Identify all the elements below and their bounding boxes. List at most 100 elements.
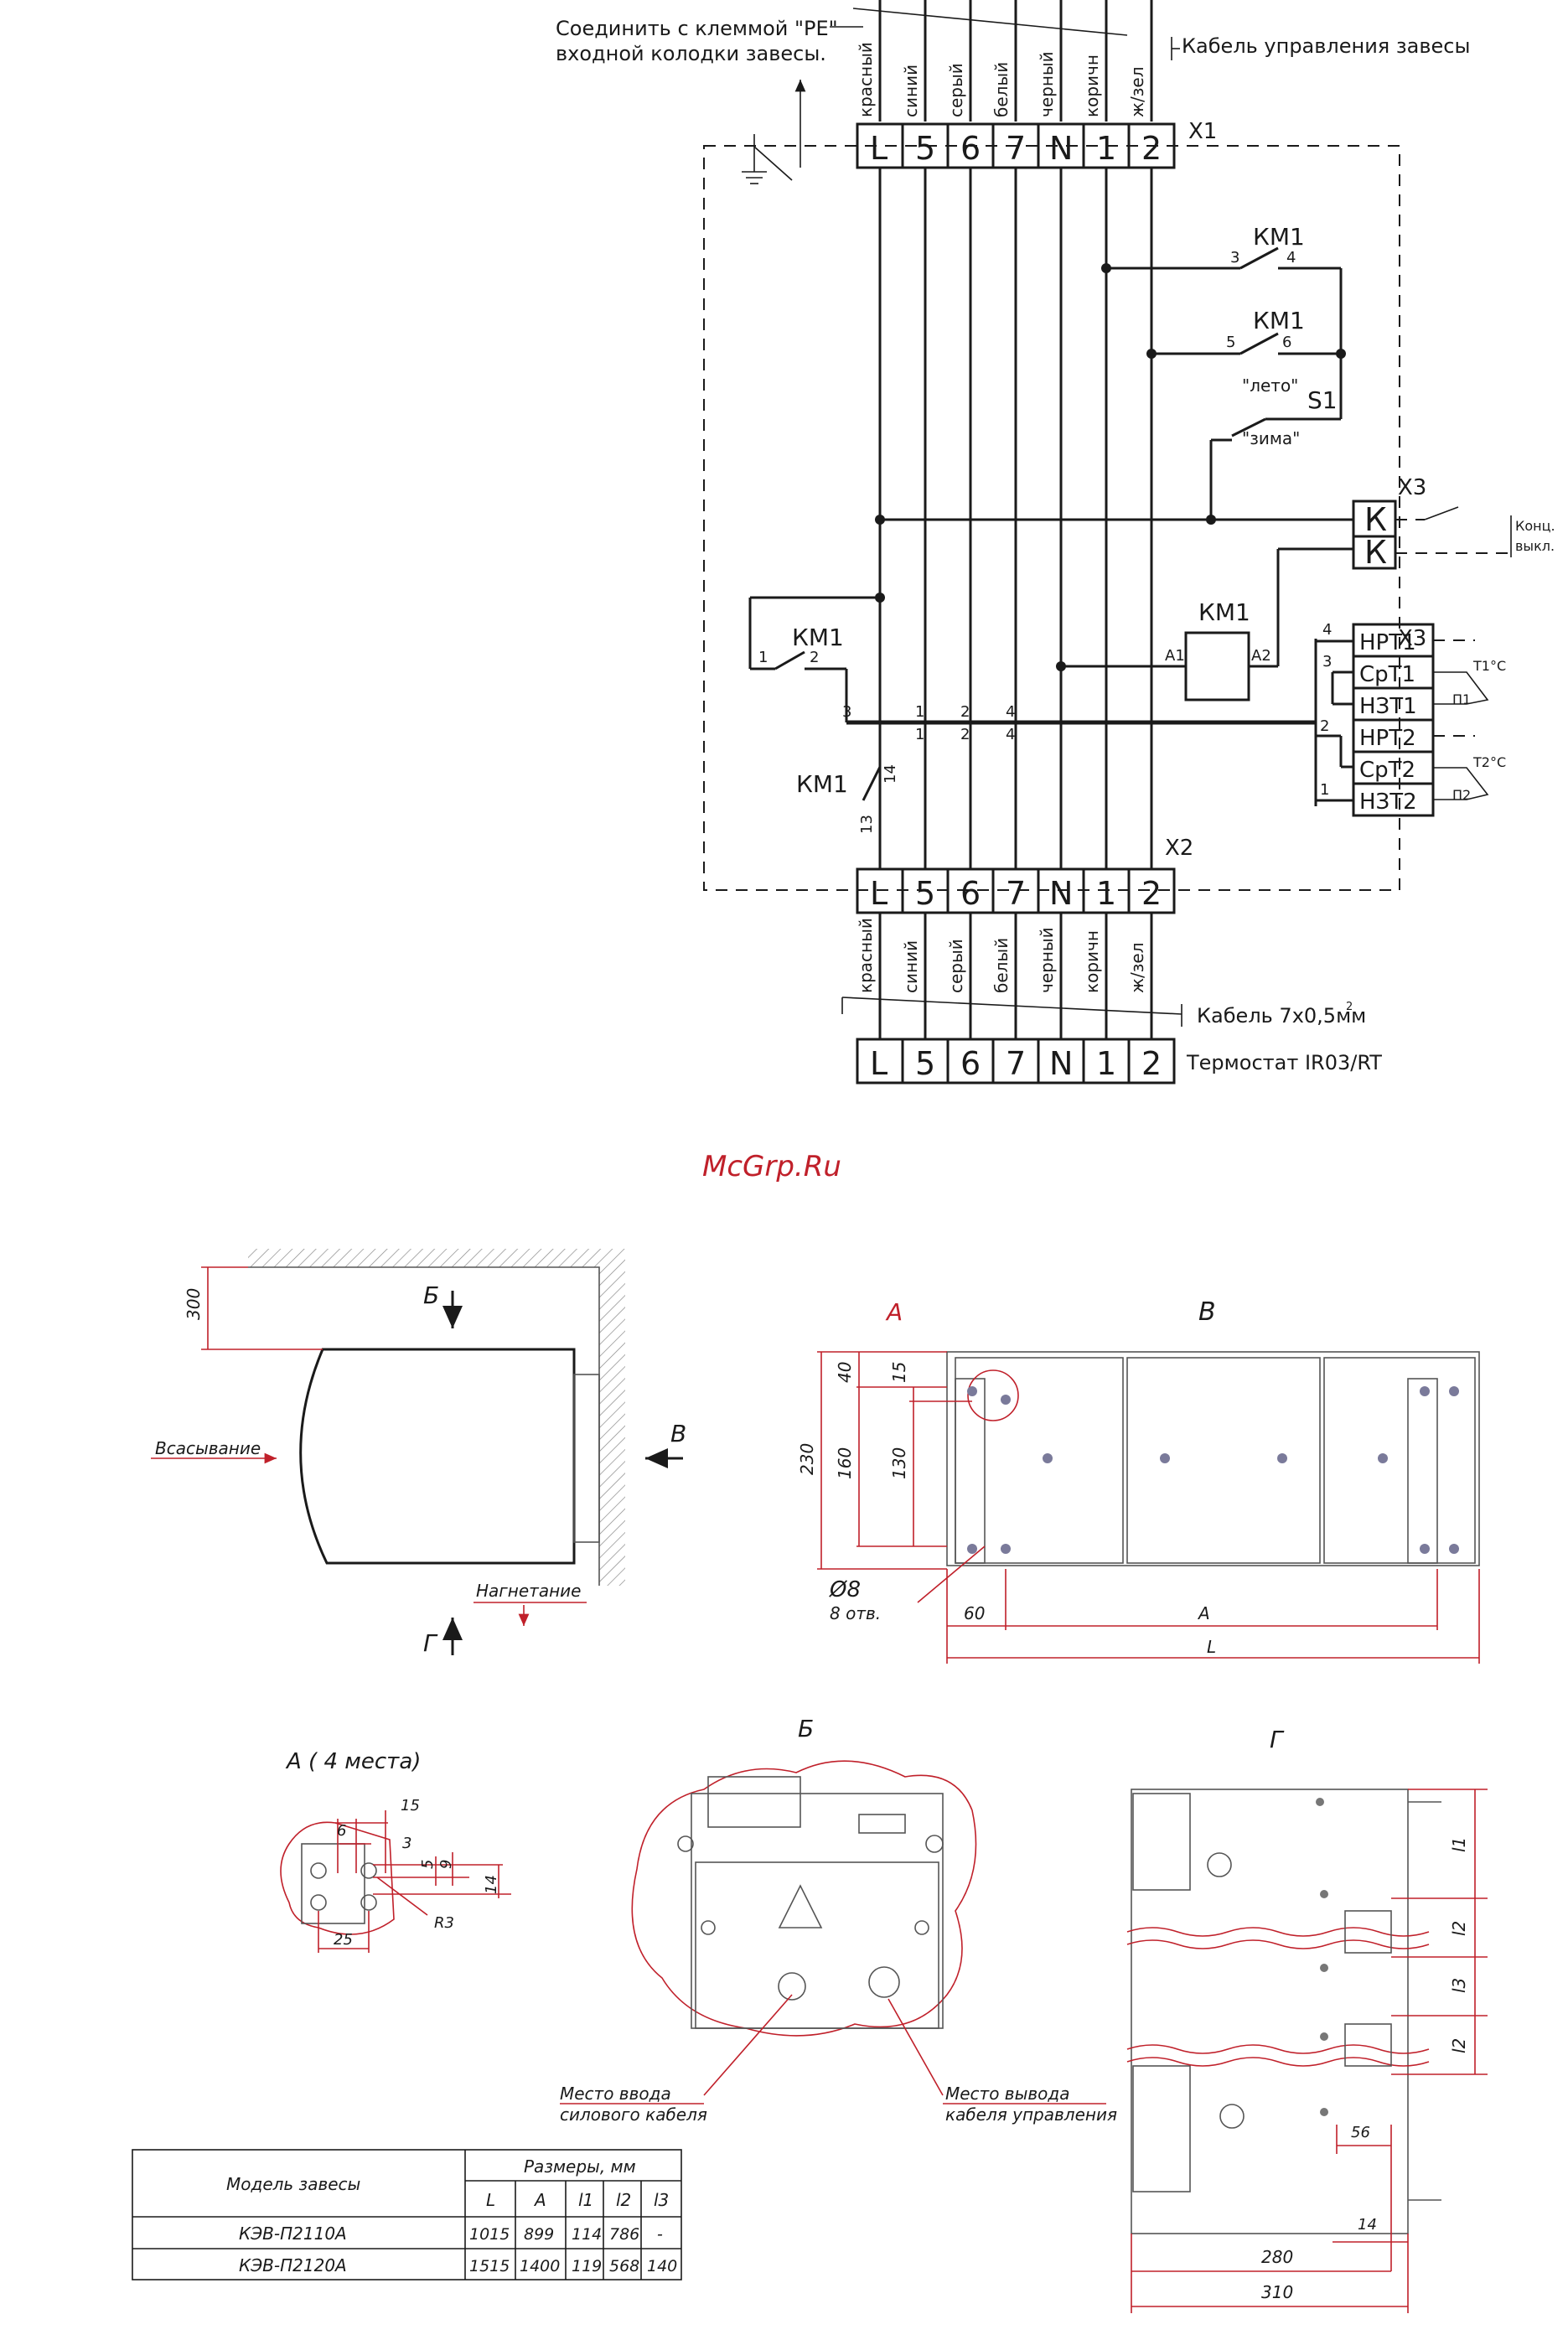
svg-text:1015: 1015 (469, 2225, 510, 2244)
view-g: Г l1 l2 l3 l2 56 14 (1126, 1726, 1488, 2313)
terminal-block-x1: L 5 6 7 N 1 2 (856, 122, 1176, 169)
svg-text:l1: l1 (578, 2190, 593, 2210)
arrow-v-label: В (670, 1420, 686, 1447)
svg-text:НЗТ1: НЗТ1 (1359, 694, 1417, 719)
svg-text:К: К (1364, 534, 1387, 571)
svg-text:СрТ2: СрТ2 (1359, 758, 1415, 783)
detail-a-callout: А (885, 1298, 903, 1326)
svg-text:НЗТ2: НЗТ2 (1359, 789, 1417, 815)
top-wires (878, 0, 1153, 122)
svg-text:3: 3 (1322, 653, 1332, 670)
svg-text:L: L (870, 130, 887, 167)
svg-text:6: 6 (337, 1822, 346, 1840)
svg-text:А1: А1 (1165, 647, 1185, 665)
svg-text:N: N (1049, 130, 1073, 167)
dim-300: 300 (184, 1288, 204, 1320)
side-view: 300 Б В Всасывание Нагнетание Г (151, 1249, 686, 1657)
svg-text:А: А (533, 2190, 546, 2210)
svg-text:l2: l2 (1449, 1921, 1469, 1936)
view-v: В А 230 40 15 160 130 Ø8 8 о (797, 1297, 1480, 1664)
svg-text:А2: А2 (1251, 647, 1271, 665)
svg-text:140: 140 (647, 2257, 677, 2275)
pe-note-line2: входной колодки завесы. (556, 42, 826, 65)
svg-text:красный: красный (856, 42, 876, 117)
svg-text:114: 114 (572, 2225, 602, 2244)
svg-text:60: 60 (964, 1603, 985, 1623)
svg-text:6: 6 (960, 130, 981, 167)
thermostat-label: Термостат IR03/RT (1186, 1051, 1382, 1074)
svg-text:3: 3 (1230, 249, 1239, 267)
svg-text:15: 15 (889, 1362, 909, 1383)
svg-text:-: - (657, 2225, 663, 2244)
arrow-g-label: Г (423, 1629, 438, 1657)
control-exit-line1: Место вывода (945, 2084, 1070, 2104)
x2-label: X2 (1165, 836, 1193, 861)
svg-text:786: 786 (609, 2225, 639, 2244)
detail-a: А ( 4 места) 15 6 3 5 9 14 R3 25 (280, 1749, 511, 1953)
svg-text:КМ1: КМ1 (792, 624, 844, 651)
svg-text:1: 1 (1320, 781, 1329, 799)
table-size-header: Размеры, мм (524, 2156, 636, 2177)
table-row-model: КЭВ-П2110А (239, 2224, 347, 2244)
svg-text:l3: l3 (654, 2190, 669, 2210)
suction-label: Всасывание (155, 1438, 261, 1458)
svg-text:4: 4 (1322, 621, 1332, 639)
svg-text:14: 14 (483, 1875, 500, 1894)
svg-text:2: 2 (1320, 717, 1329, 735)
power-entry-line2: силового кабеля (560, 2104, 707, 2125)
svg-text:красный: красный (856, 918, 876, 993)
svg-text:выкл.: выкл. (1515, 538, 1555, 554)
svg-text:6: 6 (960, 875, 981, 912)
svg-text:КМ1: КМ1 (1198, 598, 1250, 626)
svg-text:П1: П1 (1452, 691, 1471, 707)
svg-text:2: 2 (960, 703, 970, 721)
svg-text:L: L (1207, 1637, 1216, 1657)
svg-text:899: 899 (524, 2225, 554, 2244)
svg-text:280: 280 (1261, 2247, 1293, 2267)
discharge-label: Нагнетание (476, 1581, 581, 1601)
svg-text:14: 14 (882, 764, 899, 784)
svg-text:1: 1 (1096, 1045, 1116, 1082)
svg-text:230: 230 (797, 1443, 817, 1475)
km1-contact-13-14: КМ1 14 13 (796, 764, 899, 834)
view-g-title: Г (1270, 1726, 1285, 1753)
view-v-title: В (1198, 1297, 1216, 1327)
s1-switch: "лето" S1 "зима" (1206, 356, 1343, 525)
svg-text:5: 5 (915, 875, 935, 912)
thermostat-terminal-block: L 5 6 7 N 1 2 (856, 1038, 1176, 1085)
svg-text:T1°C: T1°C (1472, 658, 1506, 674)
svg-text:синий: синий (901, 65, 921, 117)
power-entry-line1: Место ввода (560, 2084, 671, 2104)
km1-coil: КМ1 А1 А2 (1056, 598, 1278, 701)
svg-text:7: 7 (1006, 875, 1026, 912)
svg-text:568: 568 (609, 2257, 639, 2275)
svg-text:1: 1 (1096, 130, 1116, 167)
thermostat-bus: 3 1 2 4 1 2 4 (842, 639, 1317, 806)
svg-text:1: 1 (758, 649, 768, 666)
svg-text:l3: l3 (1449, 1978, 1469, 1993)
svg-text:6: 6 (1282, 334, 1291, 351)
svg-text:T2°C: T2°C (1472, 754, 1506, 770)
svg-text:синий: синий (901, 940, 921, 993)
svg-text:130: 130 (889, 1447, 909, 1479)
svg-text:1515: 1515 (469, 2257, 510, 2275)
svg-text:4: 4 (1286, 249, 1296, 267)
cable-7x-label: Кабель 7х0,5мм (1197, 1004, 1366, 1028)
svg-text:14: 14 (1358, 2216, 1377, 2234)
svg-text:4: 4 (1006, 726, 1015, 743)
svg-text:2: 2 (1141, 1045, 1162, 1082)
svg-text:К: К (1364, 501, 1387, 538)
svg-text:L: L (486, 2190, 495, 2210)
holes-count: 8 отв. (830, 1603, 881, 1623)
svg-text:коричн: коричн (1082, 54, 1102, 117)
svg-text:1: 1 (1096, 875, 1116, 912)
bottom-wires: красный синий серый белый черный коричн … (856, 913, 1153, 1039)
s1-label: S1 (1307, 386, 1338, 414)
hole-dia: Ø8 (829, 1577, 861, 1602)
svg-text:X3: X3 (1398, 475, 1426, 500)
svg-text:Конц.: Конц. (1515, 518, 1555, 534)
svg-text:2: 2 (1141, 130, 1162, 167)
svg-text:N: N (1049, 875, 1073, 912)
svg-text:СрТ1: СрТ1 (1359, 662, 1415, 687)
